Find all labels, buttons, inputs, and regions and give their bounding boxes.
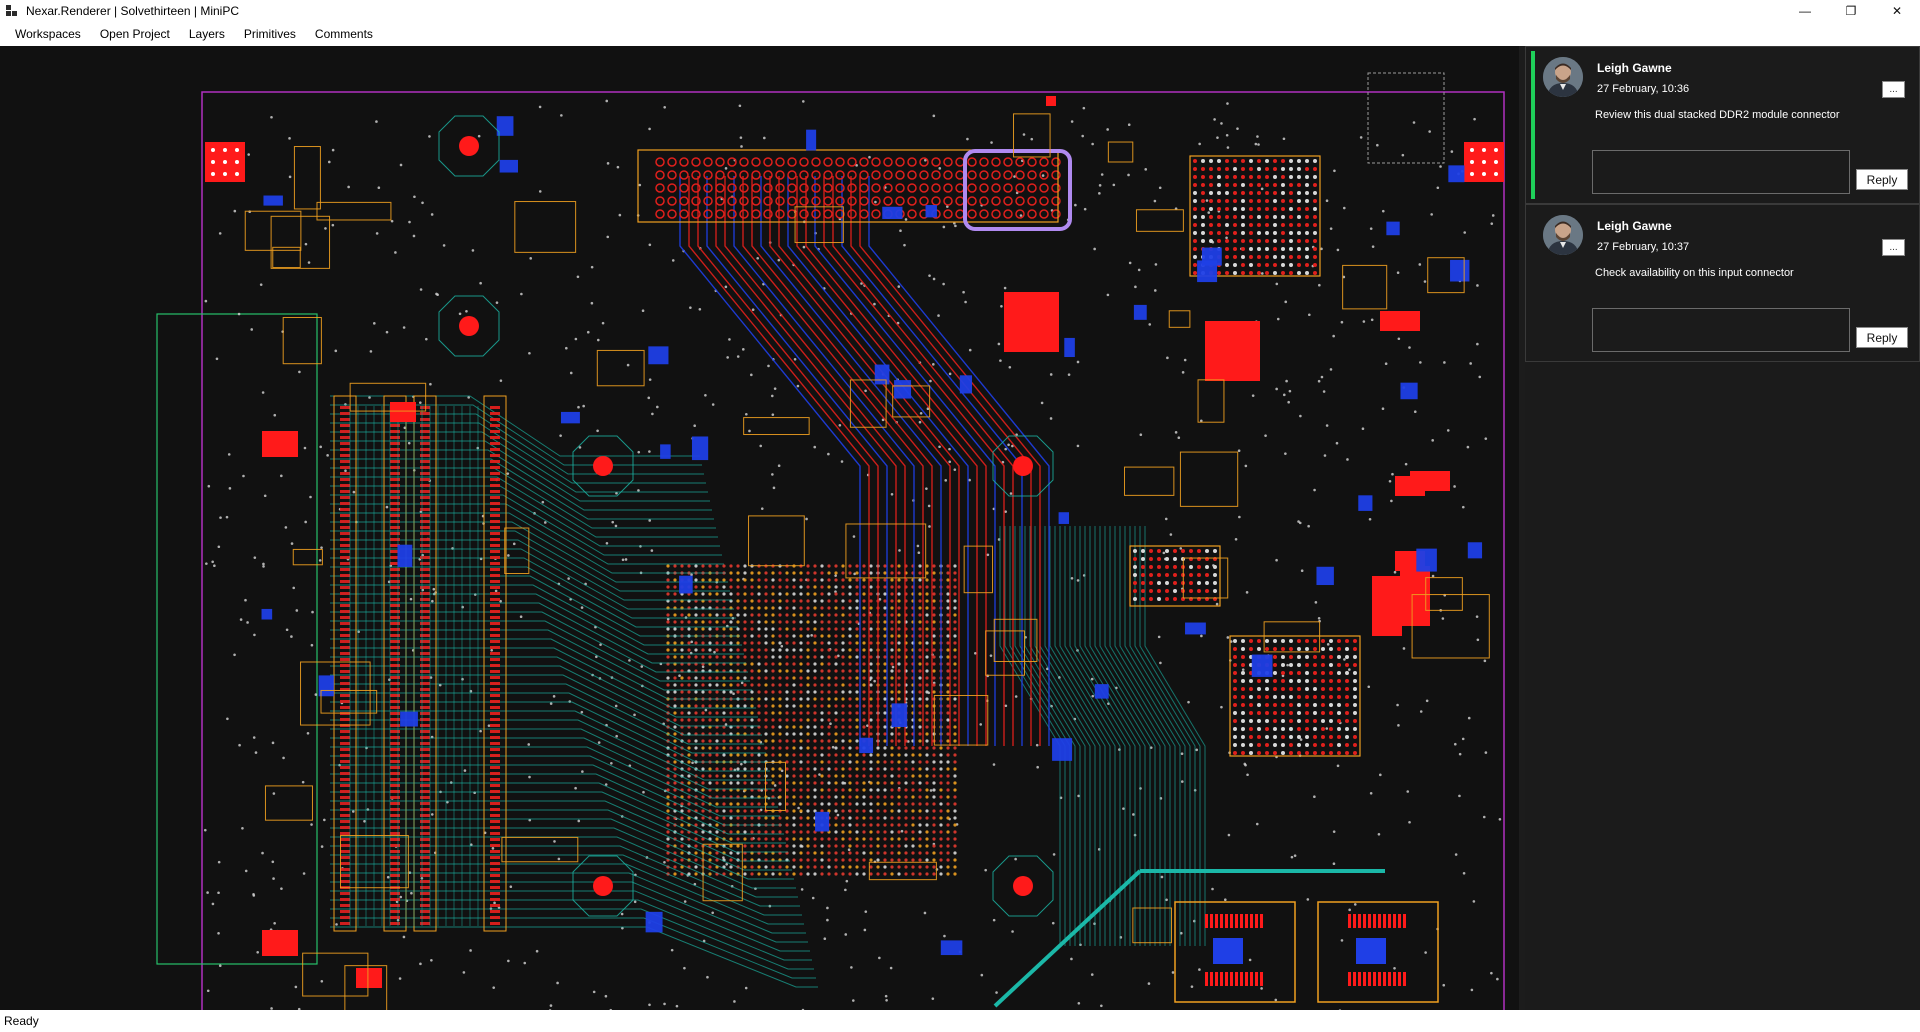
window-controls: — ❐ ✕ [1782,0,1920,22]
status-text: Ready [4,1014,39,1028]
title-bar: Nexar.Renderer | Solvethirteen | MiniPC … [0,0,1920,22]
menu-workspaces[interactable]: Workspaces [15,27,81,41]
comment-text: Check availability on this input connect… [1595,267,1794,279]
keepout-outline [156,313,318,965]
reply-input[interactable] [1592,150,1850,194]
menu-layers[interactable]: Layers [188,27,225,41]
user-avatar-icon [1543,215,1583,255]
comment-author: Leigh Gawne [1597,219,1672,233]
reply-button[interactable]: Reply [1856,169,1908,190]
comment-text: Review this dual stacked DDR2 module con… [1595,109,1840,121]
reply-input[interactable] [1592,308,1850,352]
comment-timestamp: 27 February, 10:36 [1597,83,1690,95]
comment-card[interactable]: Leigh Gawne 27 February, 10:37 Check ava… [1525,204,1920,362]
menu-primitives[interactable]: Primitives [243,27,296,41]
close-icon[interactable]: ✕ [1891,4,1903,18]
panel-divider[interactable] [1519,46,1525,1010]
avatar [1543,215,1583,255]
window-title: Nexar.Renderer | Solvethirteen | MiniPC [26,4,239,18]
main-area: Leigh Gawne 27 February, 10:36 Review th… [0,46,1920,1010]
app-icon [6,5,20,17]
active-comment-indicator [1531,51,1535,199]
more-options-button[interactable]: ... [1882,81,1905,98]
restore-icon[interactable]: ❐ [1845,4,1857,18]
comment-card[interactable]: Leigh Gawne 27 February, 10:36 Review th… [1525,46,1920,204]
user-avatar-icon [1543,57,1583,97]
menu-open-project[interactable]: Open Project [99,27,170,41]
pcb-render-canvas[interactable] [0,46,1519,1010]
menu-comments[interactable]: Comments [314,27,373,41]
board-outline [201,91,1505,1010]
comment-timestamp: 27 February, 10:37 [1597,241,1690,253]
more-options-button[interactable]: ... [1882,239,1905,256]
pcb-board-image[interactable] [0,46,1519,1010]
menu-bar: Workspaces Open Project Layers Primitive… [0,22,1920,46]
avatar [1543,57,1583,97]
comments-panel: Leigh Gawne 27 February, 10:36 Review th… [1525,46,1920,1010]
reply-button[interactable]: Reply [1856,327,1908,348]
minimize-icon[interactable]: — [1799,4,1811,18]
comment-author: Leigh Gawne [1597,61,1672,75]
connector-outline [1367,72,1445,164]
status-bar: Ready [0,1010,1920,1032]
